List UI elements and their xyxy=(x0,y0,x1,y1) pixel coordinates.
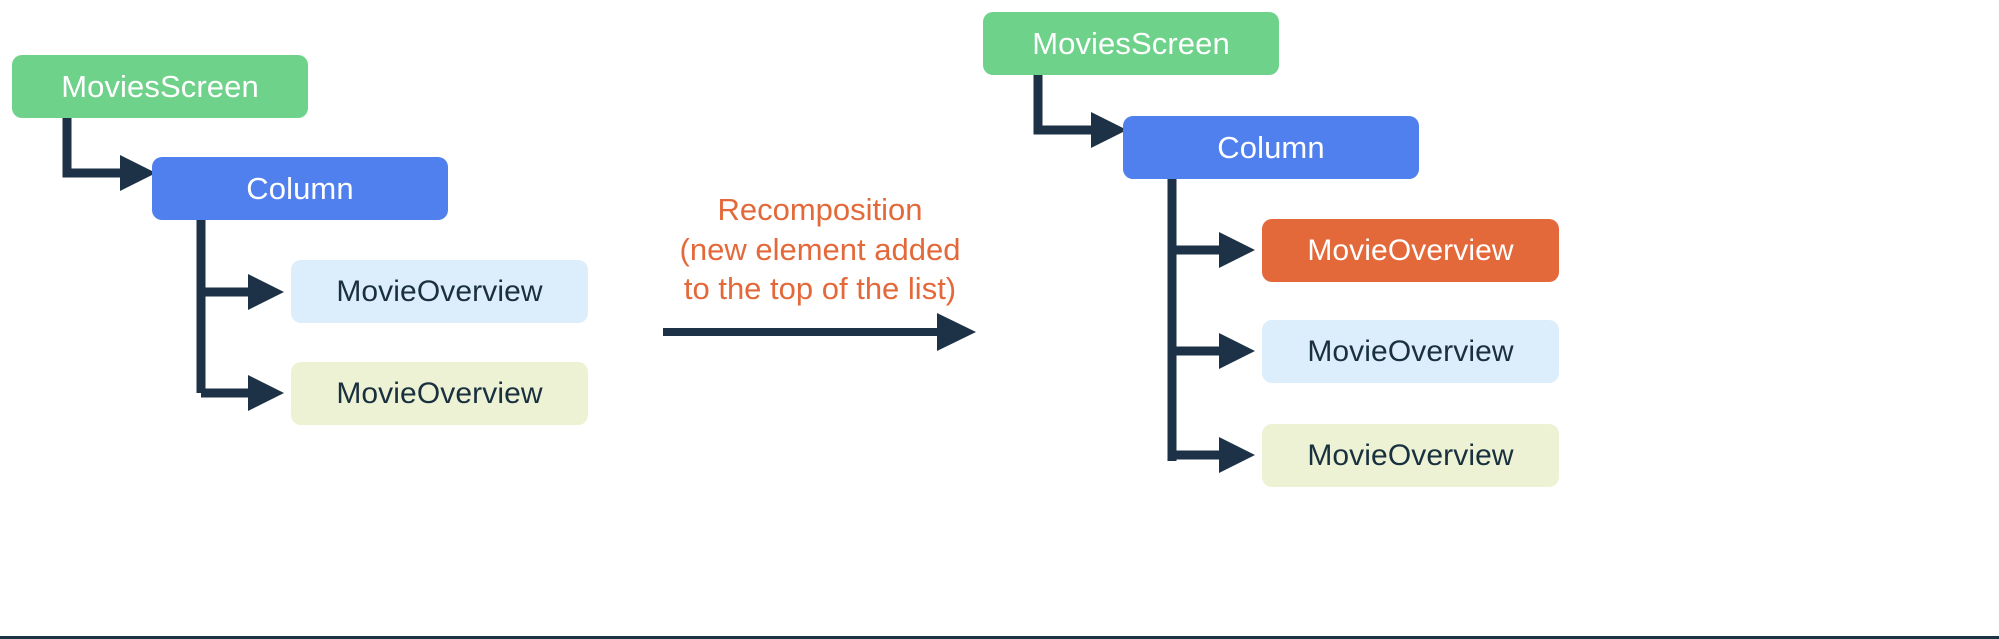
caption-line-2: (new element added xyxy=(679,231,961,267)
before-node-movieoverview-2-label: MovieOverview xyxy=(336,376,543,410)
before-connector-screen-to-column xyxy=(62,118,162,191)
elbow-path xyxy=(62,118,124,178)
arrowhead-icon xyxy=(120,155,156,191)
after-node-column-label: Column xyxy=(1217,129,1325,165)
arrowhead-icon xyxy=(248,274,284,310)
after-node-movieoverview-2-label: MovieOverview xyxy=(1307,334,1514,368)
arrowhead-icon xyxy=(248,375,284,411)
after-node-movieoverview-3: MovieOverview xyxy=(1262,424,1559,487)
before-node-movieoverview-2: MovieOverview xyxy=(291,362,588,425)
before-node-moviesscreen-label: MoviesScreen xyxy=(61,68,259,104)
recomposition-caption: Recomposition (new element added to the … xyxy=(660,190,980,309)
before-node-moviesscreen: MoviesScreen xyxy=(12,55,308,118)
caption-line-3: to the top of the list) xyxy=(683,271,957,307)
caption-line-1: Recomposition xyxy=(717,192,923,227)
after-connector-screen-to-column xyxy=(1033,75,1133,148)
after-node-moviesscreen: MoviesScreen xyxy=(983,12,1279,75)
arrowhead-icon xyxy=(1219,232,1255,268)
after-connector-column-to-children xyxy=(1167,179,1277,479)
elbow-path xyxy=(1033,75,1095,135)
before-node-column: Column xyxy=(152,157,448,220)
before-node-movieoverview-1: MovieOverview xyxy=(291,260,588,323)
arrowhead-icon xyxy=(1091,112,1127,148)
after-node-column: Column xyxy=(1123,116,1419,179)
arrowhead-icon xyxy=(1219,333,1255,369)
arrowhead-icon xyxy=(937,313,976,351)
before-node-column-label: Column xyxy=(246,170,354,206)
after-node-movieoverview-new: MovieOverview xyxy=(1262,219,1559,282)
arrowhead-icon xyxy=(1219,437,1255,473)
after-node-moviesscreen-label: MoviesScreen xyxy=(1032,25,1230,61)
recomposition-arrow xyxy=(663,310,983,370)
bottom-divider xyxy=(0,636,1999,639)
after-node-movieoverview-2: MovieOverview xyxy=(1262,320,1559,383)
before-node-movieoverview-1-label: MovieOverview xyxy=(336,274,543,308)
after-node-movieoverview-new-label: MovieOverview xyxy=(1307,233,1514,267)
after-node-movieoverview-3-label: MovieOverview xyxy=(1307,438,1514,472)
before-connector-column-to-children xyxy=(196,220,306,411)
